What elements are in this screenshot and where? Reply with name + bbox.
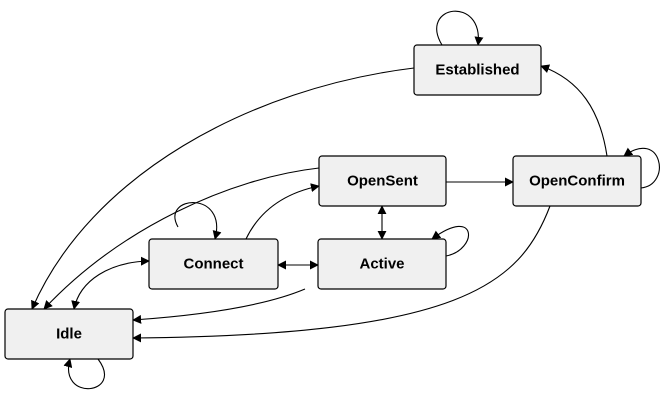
state-label-established: Established (435, 62, 519, 79)
edge-established-self-loop (436, 10, 484, 46)
state-node-connect: Connect (148, 238, 279, 290)
state-node-opensent: OpenSent (318, 155, 447, 207)
edge-connect-to-opensent (245, 183, 320, 240)
edges (31, 10, 660, 390)
edge-connect-idle (71, 256, 150, 310)
edge-openconfirm-to-idle (132, 205, 551, 343)
nodes: Established OpenSent OpenConfirm Connect… (4, 44, 642, 360)
edge-established-to-idle (31, 67, 415, 310)
state-node-established: Established (413, 44, 542, 96)
state-node-openconfirm: OpenConfirm (512, 155, 642, 207)
edge-idle-self-loop (63, 358, 105, 390)
state-label-idle: Idle (56, 326, 82, 343)
edge-connect-self-loop (174, 202, 222, 240)
state-label-active: Active (359, 256, 404, 273)
state-label-connect: Connect (184, 256, 244, 273)
edge-openconfirm-self-loop (623, 147, 660, 189)
state-label-opensent: OpenSent (347, 173, 418, 190)
state-label-openconfirm: OpenConfirm (529, 173, 625, 190)
edge-openconfirm-to-established (540, 64, 608, 157)
edge-active-to-idle (132, 288, 306, 324)
state-node-idle: Idle (4, 308, 134, 360)
state-node-active: Active (317, 238, 447, 290)
edge-active-self-loop (431, 225, 469, 257)
